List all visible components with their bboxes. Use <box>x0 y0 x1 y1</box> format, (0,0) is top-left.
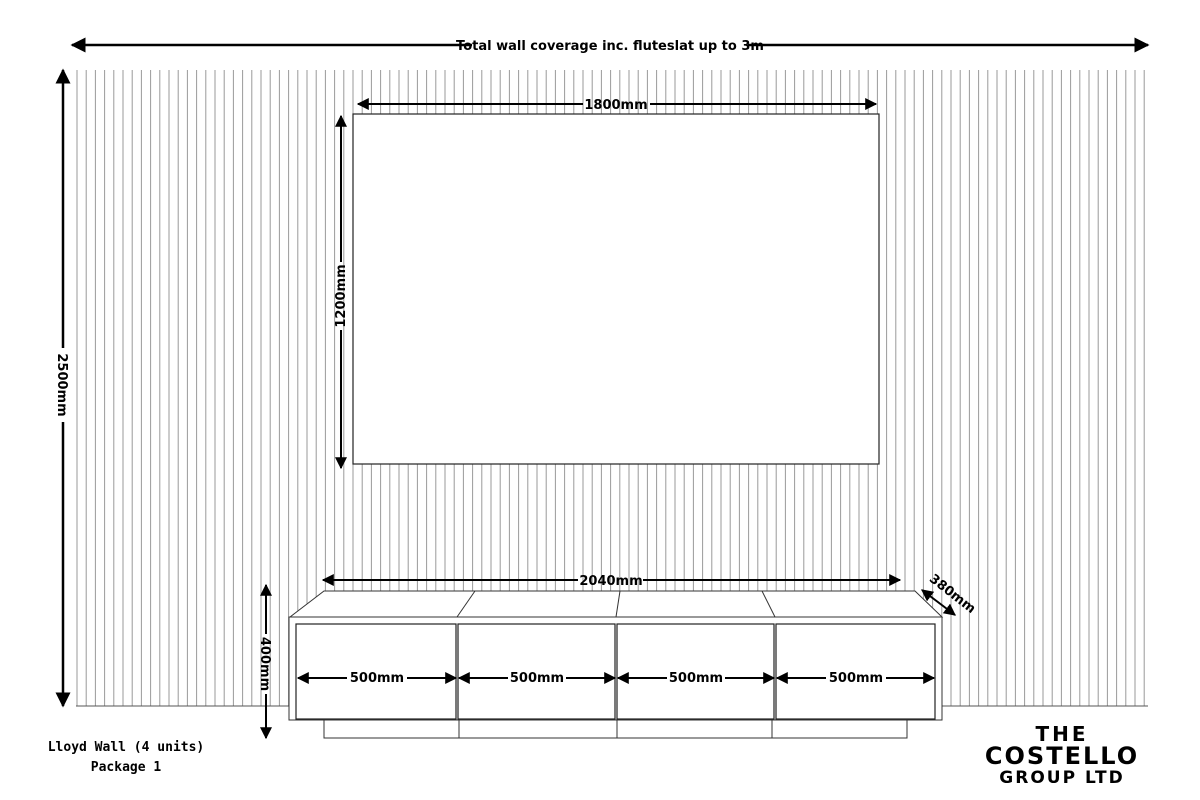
logo-group-ltd: GROUP LTD <box>999 768 1124 788</box>
dimension-arrow <box>921 589 956 616</box>
media-unit-drawer <box>457 623 616 720</box>
section-label: 500mm <box>829 671 883 686</box>
drawing-caption: Lloyd Wall (4 units) Package 1 <box>48 740 205 775</box>
section-label: 500mm <box>510 671 564 686</box>
company-logo: THE COSTELLO GROUP LTD <box>985 722 1139 788</box>
wall-width-label: Total wall coverage inc. fluteslat up to… <box>456 39 764 54</box>
wall-height-label: 2500mm <box>54 353 69 416</box>
tv-height-label: 1200mm <box>334 264 349 327</box>
media-unit-drawer <box>775 623 936 720</box>
caption-package: Package 1 <box>91 760 162 775</box>
tv-height-dimension: 1200mm <box>334 114 349 470</box>
media-unit-top-divider <box>456 590 476 618</box>
section-label: 500mm <box>669 671 723 686</box>
media-unit-plinth <box>323 719 908 739</box>
wall-height-dimension: 2500mm <box>54 68 71 708</box>
logo-costello: COSTELLO <box>985 742 1139 770</box>
unit-width-dimension: 2040mm <box>321 574 902 589</box>
caption-title: Lloyd Wall (4 units) <box>48 740 205 755</box>
media-unit-drawer <box>295 623 457 720</box>
tv-width-dimension: 1800mm <box>356 98 878 113</box>
media-unit-top <box>288 590 944 618</box>
tv-width-label: 1800mm <box>584 98 647 113</box>
unit-width-label: 2040mm <box>579 574 642 589</box>
wall-width-dimension: Total wall coverage inc. fluteslat up to… <box>70 37 1150 54</box>
section-dimensions: 500mm 500mm 500mm 500mm <box>296 671 936 686</box>
media-unit-drawer <box>616 623 775 720</box>
unit-height-dimension: 400mm <box>257 583 272 740</box>
logo-the: THE <box>1035 722 1088 746</box>
media-unit-top-divider <box>761 590 776 618</box>
section-label: 500mm <box>350 671 404 686</box>
tv-screen <box>352 113 880 465</box>
unit-height-label: 400mm <box>257 637 272 691</box>
media-unit-top-divider <box>615 590 621 618</box>
media-unit <box>288 590 944 739</box>
